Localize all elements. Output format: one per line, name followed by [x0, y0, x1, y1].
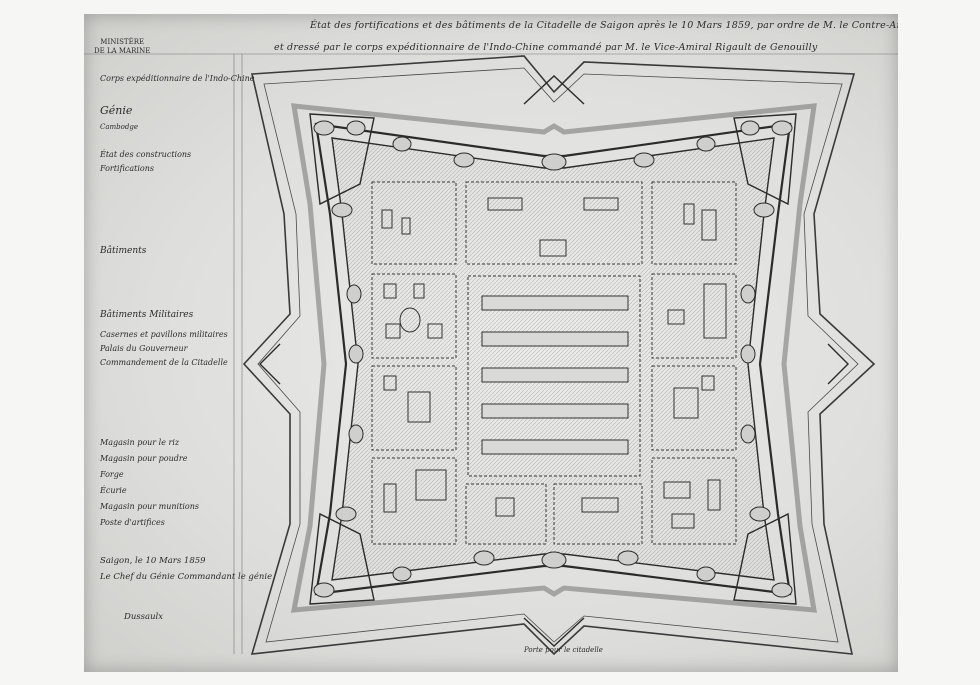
legend-item: Magasin pour munitions [100, 502, 199, 511]
outer-glacis [242, 55, 876, 656]
sidebar-note: Casernes et pavillons militaires [100, 330, 228, 339]
ministry-line-2: DE LA MARINE [94, 47, 151, 55]
building-blocks [371, 181, 737, 545]
outer-glacis-inner [257, 67, 859, 643]
signature-title: Le Chef du Génie Commandant le génie [100, 572, 273, 582]
gates [259, 75, 849, 647]
legend-item: Magasin pour le riz [100, 438, 180, 447]
sidebar-note: Commandement de la Citadelle [100, 358, 228, 367]
central-barracks [467, 275, 641, 477]
sidebar-note: Bâtiments Militaires [100, 310, 194, 320]
margin-rules [84, 53, 898, 654]
ministry-stamp: MINISTÈRE DE LA MARINE [94, 38, 150, 56]
sidebar-note: Palais du Gouverneur [100, 344, 188, 353]
sidebar-sub: Cambodge [100, 123, 138, 131]
sidebar-note: Fortifications [100, 164, 154, 173]
rampart-inner [331, 137, 775, 581]
bottom-gate-label: Porte pour le citadelle [524, 646, 603, 654]
bastions [309, 113, 797, 605]
map-title-line-1: État des fortifications et des bâtiments… [310, 20, 898, 31]
citadel-plan [84, 53, 898, 656]
signature-name: Dussaulx [124, 612, 164, 622]
legend-item: Forge [100, 470, 124, 479]
legend-item: Écurie [100, 486, 127, 495]
sidebar-note: Bâtiments [100, 246, 147, 256]
legend-item: Poste d'artifices [100, 518, 165, 527]
ministry-line-1: MINISTÈRE [100, 38, 145, 46]
sidebar-service: Génie [100, 104, 133, 117]
gun-emplacements [313, 120, 793, 598]
sidebar-heading: Corps expéditionnaire de l'Indo-Chine [100, 74, 255, 83]
moat [290, 103, 817, 613]
signature-date: Saigon, le 10 Mars 1859 [100, 556, 206, 566]
historic-plan-photo: État des fortifications et des bâtiments… [84, 14, 898, 672]
legend-item: Magasin pour poudre [100, 454, 188, 463]
map-title-line-2: et dressé par le corps expéditionnaire d… [274, 42, 818, 53]
small-buildings [381, 197, 727, 529]
sidebar-note: État des constructions [100, 150, 192, 159]
